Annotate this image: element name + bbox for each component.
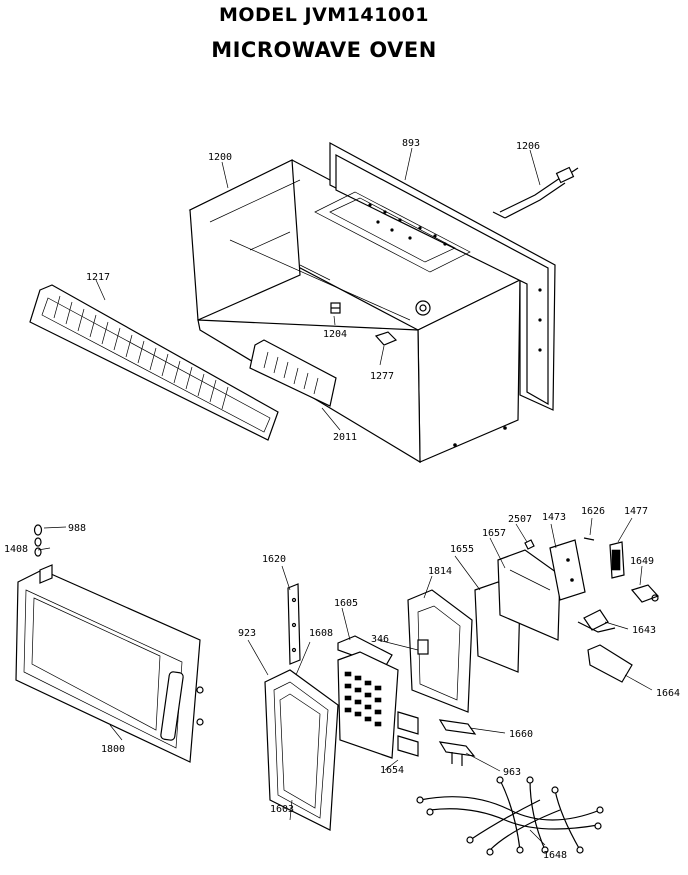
power-cord-1206 <box>492 166 579 219</box>
clip-1204 <box>330 302 341 314</box>
label-1626: 1626 <box>581 506 605 517</box>
label-988: 988 <box>68 523 86 534</box>
wire-harness-1648 <box>416 776 604 856</box>
pin-1626 <box>583 537 595 541</box>
label-893: 893 <box>402 138 420 149</box>
mounting-plate-1657 <box>497 549 561 641</box>
label-963: 963 <box>503 767 521 778</box>
switch-1477 <box>609 541 625 579</box>
grille-1217 <box>29 284 279 441</box>
label-1655: 1655 <box>450 544 474 555</box>
label-1608: 1608 <box>309 628 333 639</box>
touch-panel-1654 <box>337 651 419 759</box>
label-1649: 1649 <box>630 556 654 567</box>
vent-2011 <box>249 339 337 407</box>
label-2011: 2011 <box>333 432 357 443</box>
door-frame-1608 <box>264 669 339 831</box>
label-2507: 2507 <box>508 514 532 525</box>
label-1664: 1664 <box>656 688 680 699</box>
label-1814: 1814 <box>428 566 452 577</box>
bracket-1660 <box>438 719 477 735</box>
label-1648: 1648 <box>543 850 567 861</box>
relay-board-1473 <box>549 539 586 601</box>
label-1477: 1477 <box>624 506 648 517</box>
model-title: MODEL JVM141001 <box>218 4 430 26</box>
label-1217: 1217 <box>86 272 110 283</box>
label-1200: 1200 <box>208 152 232 163</box>
hinge-988 <box>33 524 43 557</box>
product-title: MICROWAVE OVEN <box>211 38 437 62</box>
cover-plate-1664 <box>587 644 633 683</box>
label-plate-1605 <box>337 635 393 668</box>
bracket-1620 <box>287 583 301 665</box>
control-board-1814 <box>407 589 473 713</box>
label-1408: 1408 <box>4 544 28 555</box>
part-number-labels: 893 1206 1200 1217 1204 1277 2011 988 14… <box>4 138 680 861</box>
bracket-1277 <box>374 331 398 346</box>
label-1605: 1605 <box>334 598 358 609</box>
label-1660: 1660 <box>509 729 533 740</box>
label-1603: 1603 <box>270 804 294 815</box>
label-1277: 1277 <box>370 371 394 382</box>
door-1800 <box>15 564 204 763</box>
leader-lines <box>37 147 653 846</box>
label-1657: 1657 <box>482 528 506 539</box>
label-1206: 1206 <box>516 141 540 152</box>
label-1620: 1620 <box>262 554 286 565</box>
label-1654: 1654 <box>380 765 404 776</box>
screw-2507 <box>524 539 535 550</box>
label-1473: 1473 <box>542 512 566 523</box>
back-panel-893 <box>314 141 556 411</box>
label-346: 346 <box>371 634 389 645</box>
label-1643: 1643 <box>632 625 656 636</box>
switch-1649 <box>630 584 660 603</box>
label-1204: 1204 <box>323 329 347 340</box>
switch-assembly-1643 <box>577 609 616 633</box>
label-1800: 1800 <box>101 744 125 755</box>
label-923: 923 <box>238 628 256 639</box>
bracket-963 <box>438 741 476 766</box>
